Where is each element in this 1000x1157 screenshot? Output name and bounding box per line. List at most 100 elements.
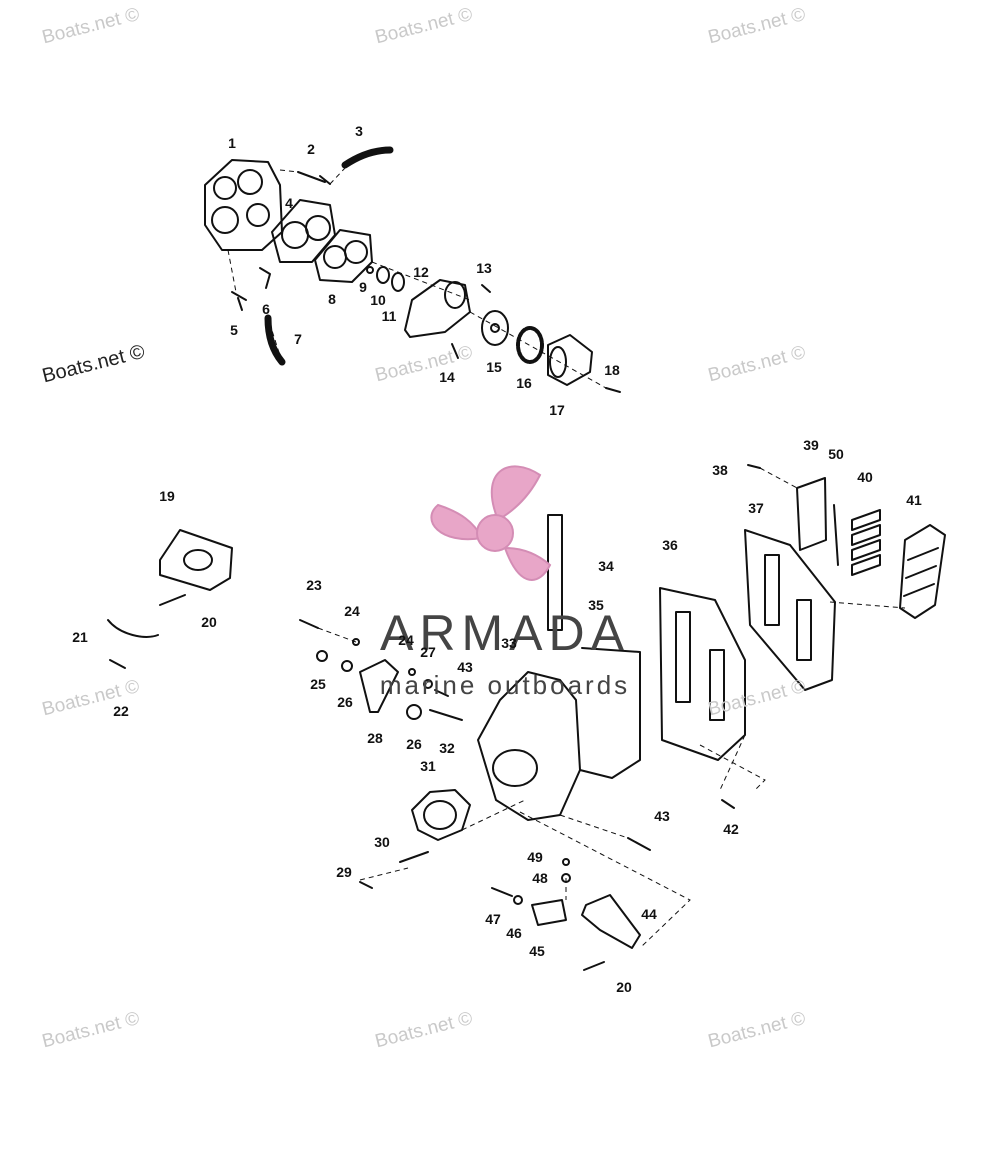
callout-16: 16: [516, 375, 532, 391]
callout-29: 29: [336, 864, 352, 880]
callout-36: 36: [662, 537, 678, 553]
gasket-31: [411, 789, 471, 841]
stud-32: [429, 709, 463, 721]
callout-7: 7: [294, 331, 302, 347]
intake-manifold-33: [477, 671, 581, 821]
logo-subtitle: marine outboards: [379, 670, 631, 700]
callout-11: 11: [381, 308, 397, 324]
nut-27: [423, 679, 433, 689]
callout-35: 35: [588, 597, 604, 613]
impeller-plate-15: [481, 310, 509, 346]
callout-46: 46: [506, 925, 522, 941]
callout-6: 6: [262, 301, 270, 317]
reed-pin-50: [833, 504, 839, 566]
screw-38: [747, 464, 761, 469]
callout-26: 26: [406, 736, 422, 752]
callout-23: 23: [306, 577, 322, 593]
screw-5: [231, 291, 247, 311]
callout-26: 26: [337, 694, 353, 710]
callout-48: 48: [532, 870, 548, 886]
washer-24b: [408, 668, 416, 676]
fuel-pump-cover: [204, 159, 283, 251]
oring-10: [376, 266, 390, 284]
washer-26a: [341, 660, 353, 672]
gasket-35: [579, 647, 641, 779]
callout-38: 38: [712, 462, 728, 478]
logo-name: ARMADA: [380, 605, 630, 661]
callout-4: 4: [285, 195, 293, 211]
callout-30: 30: [374, 834, 390, 850]
callout-47: 47: [485, 911, 501, 927]
screw-47: [491, 887, 513, 897]
seal-9: [366, 266, 374, 274]
screw-2: [297, 171, 331, 185]
reed-plate-37: [744, 529, 836, 691]
oring-11: [391, 272, 405, 292]
callout-21: 21: [72, 629, 88, 645]
callout-45: 45: [529, 943, 545, 959]
bracket-44: [581, 894, 641, 949]
washer-26b: [406, 704, 422, 720]
impeller-16: [516, 326, 544, 364]
screw-20-upper: [159, 594, 186, 606]
callout-20: 20: [201, 614, 217, 630]
screw-23: [299, 619, 319, 629]
screw-43-lower: [627, 837, 651, 851]
screw-20-lower: [583, 961, 605, 971]
fitting-top: [259, 267, 271, 289]
callout-17: 17: [549, 402, 565, 418]
callout-41: 41: [906, 492, 922, 508]
callout-27: 27: [420, 644, 436, 660]
nut-29: [359, 881, 373, 889]
callout-10: 10: [370, 292, 386, 308]
link-28: [359, 659, 399, 713]
callout-12: 12: [413, 264, 429, 280]
water-pump-housing-12: [404, 279, 471, 338]
callout-39: 39: [803, 437, 819, 453]
nut-49: [562, 858, 570, 866]
callout-20: 20: [616, 979, 632, 995]
fuel-hose-3: [341, 146, 394, 169]
gasket-36: [659, 587, 746, 761]
screw-18: [605, 387, 621, 393]
nut-25: [316, 650, 328, 662]
reed-petals-40: [851, 509, 881, 576]
callout-1: 1: [228, 135, 236, 151]
callout-8: 8: [328, 291, 336, 307]
callout-3: 3: [355, 123, 363, 139]
stud-30: [399, 851, 429, 863]
callout-49: 49: [527, 849, 543, 865]
screw-42: [721, 799, 735, 809]
callout-5: 5: [230, 322, 238, 338]
stud-34: [547, 514, 563, 631]
callout-37: 37: [748, 500, 764, 516]
callout-42: 42: [723, 821, 739, 837]
callout-2: 2: [307, 141, 315, 157]
callout-31: 31: [420, 758, 436, 774]
callout-22: 22: [113, 703, 129, 719]
screw-13: [481, 284, 491, 293]
callout-43: 43: [654, 808, 670, 824]
callout-13: 13: [476, 260, 492, 276]
screw-22: [109, 659, 126, 669]
fuel-hose-7: [264, 314, 286, 366]
callout-19: 19: [159, 488, 175, 504]
callout-25: 25: [310, 676, 326, 692]
screw-14: [451, 343, 459, 359]
callout-18: 18: [604, 362, 620, 378]
armada-propeller-logo: [430, 465, 552, 581]
screw-43-upper: [434, 689, 449, 697]
callout-33: 33: [501, 635, 517, 651]
callout-24: 24: [398, 632, 414, 648]
washer-46: [513, 895, 523, 905]
reed-block-41: [899, 524, 946, 619]
callout-40: 40: [857, 469, 873, 485]
callout-32: 32: [439, 740, 455, 756]
callout-43: 43: [457, 659, 473, 675]
assembly-lines: [227, 167, 906, 949]
callout-15: 15: [486, 359, 502, 375]
callout-34: 34: [598, 558, 614, 574]
adapter-plate-19: [159, 529, 233, 591]
clamp-21: [107, 619, 159, 638]
